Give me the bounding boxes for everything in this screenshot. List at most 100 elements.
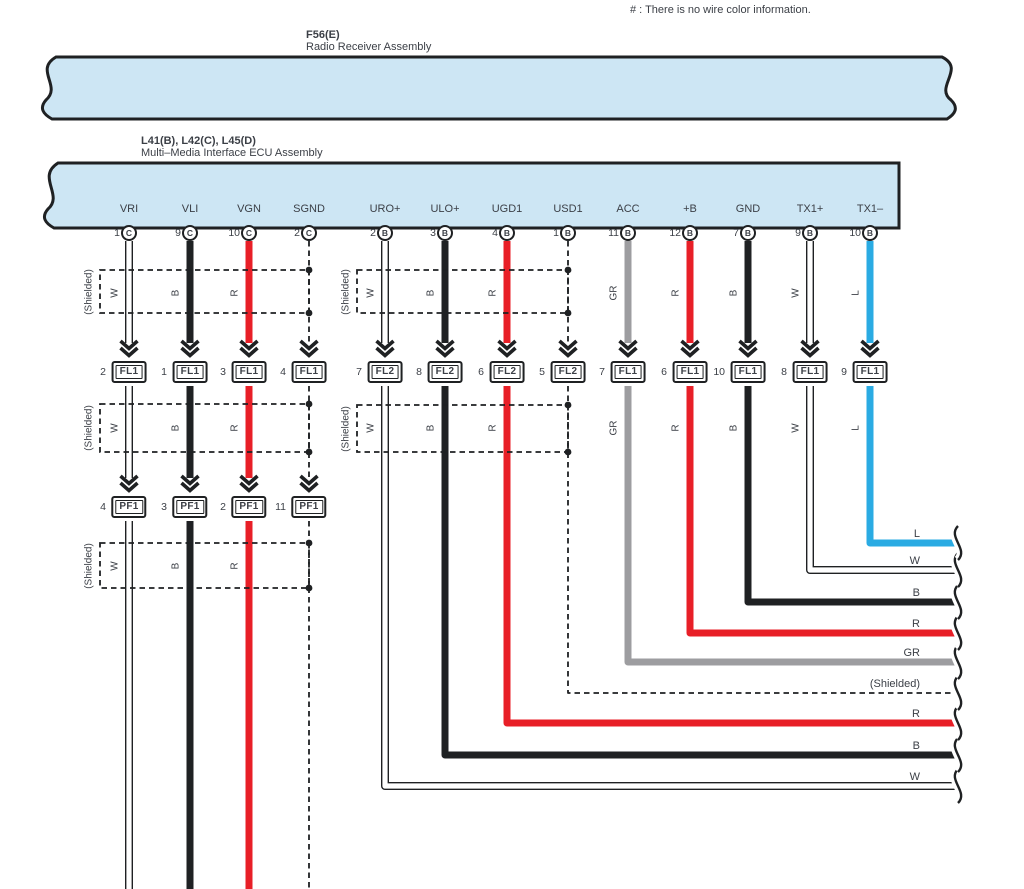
pin-signal-label: VLI — [181, 203, 199, 215]
arrow-chevron — [119, 474, 139, 493]
inline-connector-fl1-pin-number: 1 — [161, 366, 167, 378]
inline-connector-fl1: FL1 — [672, 361, 708, 383]
inline-connector-fl1-pin-number: 7 — [599, 366, 605, 378]
inline-connector-fl1: FL1 — [852, 361, 888, 383]
inline-connector-fl1: FL1 — [730, 361, 766, 383]
arrow-chevron — [119, 339, 139, 358]
connector-letter-circle: C — [121, 225, 137, 241]
pin-number: 12 — [669, 227, 681, 239]
shield-box — [356, 404, 569, 453]
wire-color-label: W — [109, 423, 121, 433]
wire-color-label: W — [365, 423, 377, 433]
wire-cut-squiggle — [953, 675, 963, 711]
arrow-chevron — [558, 339, 578, 358]
pin-signal-label: +B — [683, 203, 697, 215]
wire-cut-squiggle — [953, 584, 963, 620]
pin-number: 4 — [492, 227, 498, 239]
wire-color-label: W — [109, 561, 121, 571]
inline-connector-fl1-label: FL1 — [796, 364, 824, 380]
arrow-chevron — [180, 339, 200, 358]
ecu-assembly-label: L41(B), L42(C), L45(D) Multi–Media Inter… — [141, 135, 323, 159]
wire-color-label: GR — [608, 420, 620, 436]
inline-connector-fl1-label: FL1 — [614, 364, 642, 380]
inline-connector-fl2-pin-number: 7 — [356, 366, 362, 378]
inline-connector-fl1-label: FL1 — [115, 364, 143, 380]
arrow-chevron — [618, 339, 638, 358]
shield-junction-dot — [564, 448, 572, 456]
inline-connector-pf1: PF1 — [291, 496, 327, 518]
wire-exit-label: B — [912, 740, 920, 752]
connector-letter-circle: B — [377, 225, 393, 241]
wire-color-label: W — [790, 423, 802, 433]
connector-letter-circle: B — [499, 225, 515, 241]
inline-connector-pf1: PF1 — [231, 496, 267, 518]
wire-color-label: W — [365, 288, 377, 298]
inline-connector-fl1-pin-number: 6 — [661, 366, 667, 378]
wire-cut-squiggle — [953, 525, 963, 561]
wire-cut-squiggle — [953, 768, 963, 804]
inline-connector-pf1-label: PF1 — [294, 499, 324, 515]
arrow-chevron — [800, 339, 820, 358]
wire-cut-squiggle — [953, 737, 963, 773]
wire-exit-label: GR — [903, 647, 921, 659]
connector-letter-circle: C — [301, 225, 317, 241]
shield-junction-dot — [564, 309, 572, 317]
inline-connector-pf1-pin-number: 2 — [220, 501, 226, 513]
note-no-wire-color: # : There is no wire color information. — [630, 4, 811, 16]
pin-number: 1 — [114, 227, 120, 239]
radio-assembly-code: F56(E) — [306, 29, 340, 41]
pin-signal-label: ULO+ — [430, 203, 460, 215]
inline-connector-fl1: FL1 — [610, 361, 646, 383]
inline-connector-fl1: FL1 — [111, 361, 147, 383]
pin-signal-label: SGND — [293, 203, 325, 215]
pin-number: 10 — [849, 227, 861, 239]
arrow-chevron — [680, 339, 700, 358]
wire-exit-label: (Shielded) — [869, 678, 920, 690]
inline-connector-pf1-label: PF1 — [114, 499, 144, 515]
wire-exit-label: B — [912, 587, 920, 599]
shielded-label: (Shielded) — [83, 542, 95, 589]
wire-exit-label: L — [913, 528, 920, 540]
wire-exit-label: W — [909, 771, 920, 783]
inline-connector-pf1: PF1 — [111, 496, 147, 518]
shield-junction-dot — [305, 584, 313, 592]
pin-signal-label: GND — [735, 203, 761, 215]
wire-color-label: W — [790, 288, 802, 298]
inline-connector-fl1: FL1 — [792, 361, 828, 383]
pin-number: 2 — [370, 227, 376, 239]
pin-signal-label: ACC — [616, 203, 640, 215]
shield-junction-dot — [305, 448, 313, 456]
wire-color-label: R — [229, 562, 241, 570]
arrow-chevron — [299, 339, 319, 358]
connector-letter-circle: C — [241, 225, 257, 241]
inline-connector-fl1-pin-number: 2 — [100, 366, 106, 378]
shielded-label: (Shielded) — [83, 268, 95, 315]
inline-connector-fl2: FL2 — [550, 361, 586, 383]
connector-letter-circle: B — [740, 225, 756, 241]
inline-connector-pf1-pin-number: 4 — [100, 501, 106, 513]
pin-signal-label: TX1– — [856, 203, 884, 215]
pin-signal-label: VRI — [119, 203, 139, 215]
connector-letter-circle: B — [862, 225, 878, 241]
pin-number: 10 — [228, 227, 240, 239]
wire-color-label: R — [670, 289, 682, 297]
inline-connector-pf1-pin-number: 3 — [161, 501, 167, 513]
inline-connector-fl1: FL1 — [172, 361, 208, 383]
arrow-chevron — [239, 339, 259, 358]
wire-color-label: R — [670, 424, 682, 432]
inline-connector-pf1-pin-number: 11 — [275, 501, 286, 513]
wire-color-label: B — [170, 289, 182, 297]
shield-junction-dot — [305, 309, 313, 317]
shielded-label: (Shielded) — [83, 405, 95, 451]
inline-connector-fl1-pin-number: 3 — [220, 366, 226, 378]
inline-connector-fl1-pin-number: 8 — [781, 366, 787, 378]
wire-cut-squiggle — [953, 705, 963, 741]
arrow-chevron — [497, 339, 517, 358]
pin-number: 2 — [294, 227, 300, 239]
pin-number: 3 — [430, 227, 436, 239]
radio-assembly-name: Radio Receiver Assembly — [306, 41, 432, 53]
shielded-label: (Shielded) — [340, 405, 352, 452]
inline-connector-fl2: FL2 — [367, 361, 403, 383]
shield-junction-dot — [305, 400, 313, 408]
inline-connector-fl2-label: FL2 — [431, 364, 459, 380]
